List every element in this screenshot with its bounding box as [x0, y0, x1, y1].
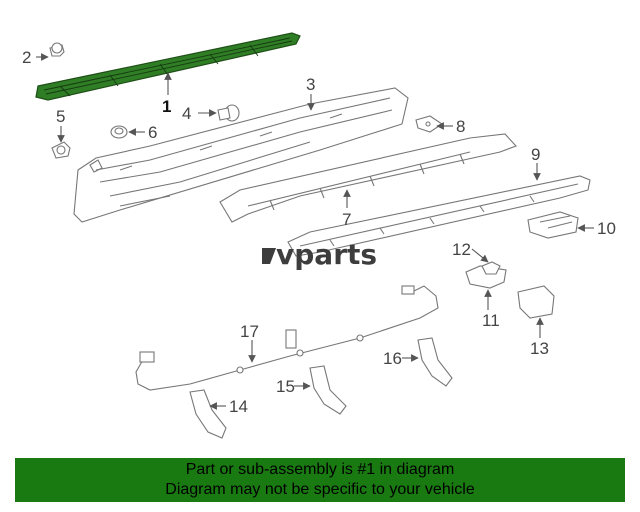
callout-15: 15: [276, 377, 295, 396]
leader-lines: [36, 53, 594, 410]
callout-13: 13: [530, 339, 549, 358]
footer-line-1: Part or sub-assembly is #1 in diagram: [185, 461, 455, 478]
callout-16: 16: [383, 349, 402, 368]
part-9-lower-rail[interactable]: [287, 175, 591, 257]
callout-8: 8: [456, 117, 465, 136]
callout-9: 9: [531, 145, 540, 164]
callout-12: 12: [452, 240, 471, 259]
callout-5: 5: [56, 107, 65, 126]
part-15-bracket[interactable]: [309, 365, 347, 415]
callout-6: 6: [148, 123, 157, 142]
parts-diagram: 2 1 3 4 5 6 7 8 9 10 11 12 13 14 15 16 1…: [22, 32, 616, 439]
part-17-wiring-harness[interactable]: [135, 285, 439, 391]
part-10-bracket[interactable]: [527, 211, 579, 239]
callout-17: 17: [240, 322, 259, 341]
part-6-grommet[interactable]: [110, 125, 128, 139]
callout-2: 2: [22, 48, 31, 67]
watermark-text: vparts: [276, 238, 377, 271]
part-4-pin[interactable]: [217, 104, 240, 122]
part-5-clip[interactable]: [51, 141, 71, 159]
part-12-sensor[interactable]: [481, 261, 501, 275]
part-1-step-pad[interactable]: [35, 32, 301, 101]
callout-4: 4: [182, 104, 191, 123]
watermark-logo: vparts: [262, 238, 377, 271]
part-16-bracket[interactable]: [417, 337, 453, 387]
part-7-retainer-rail[interactable]: [219, 133, 517, 223]
callout-3: 3: [306, 75, 315, 94]
callout-14: 14: [229, 397, 248, 416]
part-14-bracket[interactable]: [189, 389, 227, 439]
footer-line-2: Diagram may not be specific to your vehi…: [165, 481, 475, 498]
part-8-bracket[interactable]: [415, 115, 443, 133]
part-13-cover[interactable]: [517, 285, 555, 319]
callout-7: 7: [342, 210, 351, 229]
footer-banner: Part or sub-assembly is #1 in diagram Di…: [15, 458, 625, 502]
callout-11: 11: [482, 311, 500, 330]
part-2-clip[interactable]: [49, 42, 65, 57]
callout-1: 1: [162, 97, 171, 116]
part-3-rocker-molding[interactable]: [73, 87, 409, 223]
callout-10: 10: [597, 219, 616, 238]
